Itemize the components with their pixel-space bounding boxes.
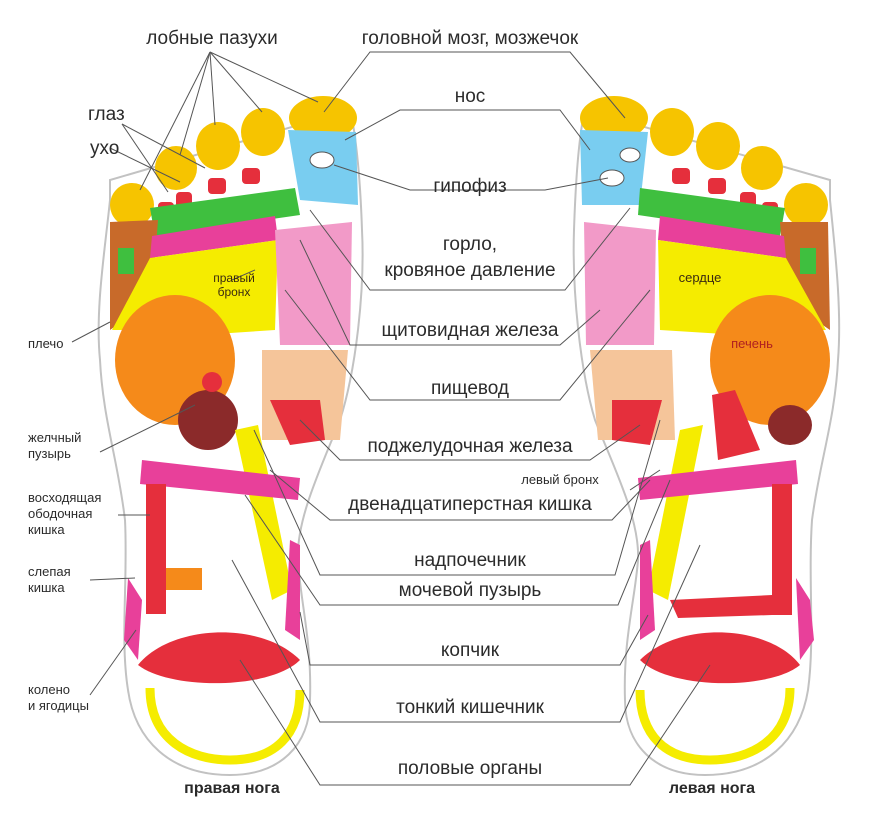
right-magenta-band <box>150 216 278 258</box>
label-adrenal: надпочечник <box>414 550 526 571</box>
label-thyroid: щитовидная железа <box>381 320 559 341</box>
right-pink-zone <box>275 222 352 345</box>
left-toe-2 <box>650 108 694 156</box>
left-pink-zone <box>584 222 656 345</box>
label-pituitary: гипофиз <box>433 176 507 197</box>
label-throat-line1: горло, <box>442 234 498 255</box>
right-green-square <box>118 248 134 274</box>
left-descending-colon <box>772 484 792 615</box>
left-heel-lens <box>640 632 800 684</box>
left-ureter <box>648 425 703 600</box>
label-esophagus: пищевод <box>430 378 510 399</box>
right-duodenum <box>140 460 300 500</box>
left-foot <box>572 96 841 777</box>
label-gallbladder-2: пузырь <box>28 446 71 461</box>
label-ascending-colon-2: ободочная <box>28 506 93 521</box>
left-green-square <box>800 248 816 274</box>
right-pancreas <box>270 400 325 445</box>
label-cecum-1: слепая <box>28 564 71 579</box>
left-nose-spot <box>619 147 641 163</box>
left-heel-arc <box>635 687 795 765</box>
left-magenta-band <box>658 216 786 258</box>
leader-lines <box>71 51 711 786</box>
left-toe-1 <box>580 96 648 140</box>
left-toe-base-1 <box>672 168 690 184</box>
right-heel-side <box>285 540 300 640</box>
right-toe-1 <box>289 96 357 140</box>
right-green-band <box>150 188 300 236</box>
right-toe-4 <box>155 146 197 190</box>
label-cecum-2: кишка <box>28 580 65 595</box>
right-gallbladder-dot <box>202 372 222 392</box>
label-right-bronchus-1: правый <box>213 271 255 285</box>
label-knee-1: колено <box>28 682 71 697</box>
right-heel-arc <box>145 687 305 765</box>
left-toe-4 <box>741 146 783 190</box>
left-colon-diagonal <box>670 595 772 618</box>
label-ascending-colon-1: восходящая <box>28 490 102 505</box>
left-toe-3 <box>696 122 740 170</box>
right-ureter <box>235 425 292 600</box>
right-pituitary-spot <box>309 151 335 169</box>
right-ascending-colon <box>146 484 166 614</box>
right-foot <box>97 96 364 777</box>
right-toe-base-1 <box>242 168 260 184</box>
right-heel-lens <box>138 632 300 684</box>
right-gallbladder <box>178 390 238 450</box>
label-right-foot: правая нога <box>184 780 280 797</box>
label-throat-line2: кровяное давление <box>384 260 556 281</box>
right-toe-3 <box>196 122 240 170</box>
right-knee-edge <box>124 578 142 660</box>
left-heel-side <box>640 540 655 640</box>
label-genitals: половые органы <box>397 758 543 779</box>
label-coccyx: копчик <box>440 640 500 661</box>
label-left-bronchus: левый бронх <box>521 472 599 487</box>
label-duodenum: двенадцатиперстная кишка <box>348 494 592 515</box>
right-toe-2 <box>241 108 285 156</box>
label-right-bronchus-2: бронх <box>217 285 251 299</box>
label-gallbladder-1: желчный <box>28 430 82 445</box>
left-duodenum <box>638 460 798 500</box>
right-toe-base-2 <box>208 178 226 194</box>
label-small-intestine: тонкий кишечник <box>396 697 544 718</box>
left-green-band <box>638 188 785 236</box>
label-eye: глаз <box>88 104 125 125</box>
left-toe-5 <box>784 183 828 227</box>
left-heart-zone <box>710 295 830 425</box>
left-dark-spot <box>768 405 812 445</box>
label-pancreas: поджелудочная железа <box>367 436 573 457</box>
left-pancreas <box>612 400 662 445</box>
label-shoulder: плечо <box>28 336 64 351</box>
left-spleen <box>712 390 760 460</box>
left-pituitary-spot <box>599 169 625 187</box>
label-frontal-sinuses: лобные пазухи <box>146 28 278 49</box>
right-toe-5 <box>110 183 154 227</box>
label-knee-2: и ягодицы <box>28 698 89 713</box>
left-knee-edge <box>796 578 814 660</box>
right-colon-bottom <box>166 568 202 590</box>
label-ear: ухо <box>90 138 120 159</box>
label-brain: головной мозг, мозжечок <box>361 28 579 49</box>
label-nose: нос <box>454 86 486 107</box>
left-toe-base-2 <box>708 178 726 194</box>
label-bladder: мочевой пузырь <box>398 580 542 601</box>
label-heart: сердце <box>678 270 722 285</box>
left-brain-zone <box>580 130 648 205</box>
label-liver: печень <box>731 336 773 351</box>
label-left-foot: левая нога <box>668 780 756 797</box>
label-ascending-colon-3: кишка <box>28 522 65 537</box>
